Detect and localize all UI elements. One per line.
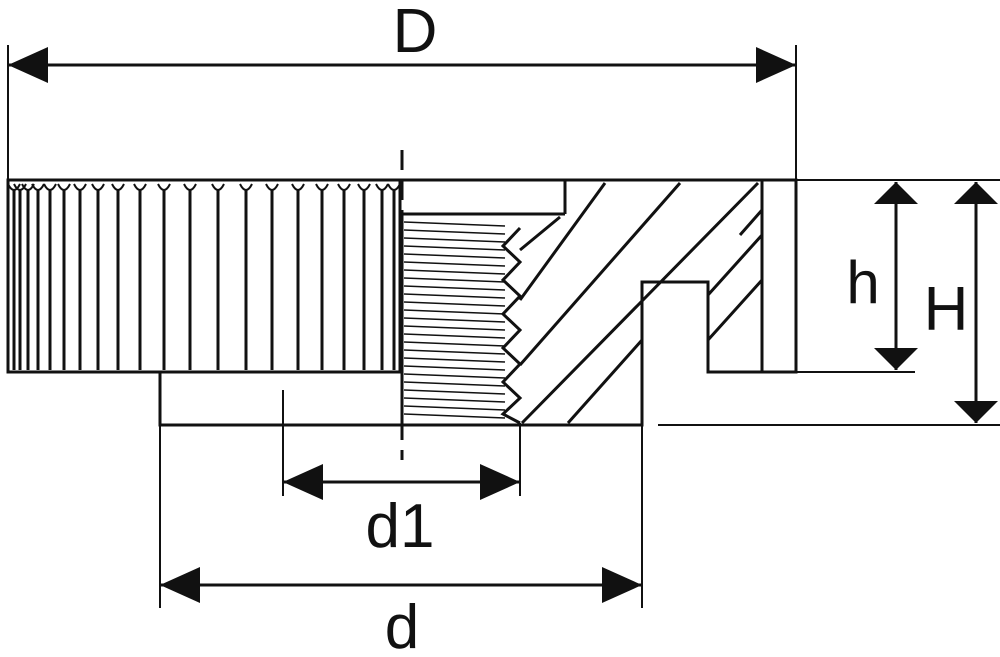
knurl-ridge-cap	[43, 183, 57, 191]
knurl-ridge-cap	[387, 183, 401, 191]
knurl-ridge-cap	[357, 183, 371, 191]
thread-line	[403, 245, 506, 251]
knurl-ridge-cap	[31, 183, 45, 191]
thread-line	[403, 413, 506, 419]
knurl-ridge-cap	[265, 183, 279, 191]
thread-line	[403, 293, 506, 299]
thread-line	[403, 229, 506, 235]
knurl-ridge-cap	[91, 183, 105, 191]
thread-line	[403, 221, 506, 227]
label-h: h	[846, 249, 879, 316]
knurl-ridges	[7, 183, 401, 370]
thread-line	[403, 237, 506, 243]
knurl-ridge-cap	[211, 183, 225, 191]
knurl-ridge-cap	[111, 183, 125, 191]
knurl-ridge-cap	[183, 183, 197, 191]
knurl-ridge-cap	[73, 183, 87, 191]
thread-line	[403, 285, 506, 291]
label-H: H	[924, 275, 969, 344]
thread-line	[403, 261, 506, 267]
knurl-ridge-cap	[375, 183, 389, 191]
section-body	[8, 178, 798, 427]
knurled-body	[6, 178, 402, 374]
thread-line	[403, 397, 506, 403]
thread-line	[403, 341, 506, 347]
thread-line	[403, 309, 506, 315]
thread-line	[403, 301, 506, 307]
knurl-ridge-cap	[7, 183, 21, 191]
internal-thread	[400, 214, 523, 425]
thread-line	[403, 277, 506, 283]
thread-line	[403, 357, 506, 363]
label-d1: d1	[366, 492, 435, 561]
knurl-ridge-cap	[239, 183, 253, 191]
thread-line	[403, 381, 506, 387]
thread-line	[403, 269, 506, 275]
extension-lines	[7, 45, 1000, 608]
knurl-ridge-cap	[337, 183, 351, 191]
knurl-ridge-cap	[133, 183, 147, 191]
knurl-ridge-cap	[291, 183, 305, 191]
label-d: d	[385, 593, 419, 657]
thread-line	[403, 317, 506, 323]
thread-line	[403, 365, 506, 371]
knurl-ridge-cap	[315, 183, 329, 191]
thread-line	[403, 405, 506, 411]
thread-line	[403, 325, 506, 331]
thread-line	[403, 333, 506, 339]
knurl-ridge-cap	[157, 183, 171, 191]
knurl-ridge-cap	[57, 183, 71, 191]
label-D: D	[393, 0, 438, 66]
thread-line	[403, 253, 506, 259]
thread-line	[403, 349, 506, 355]
knurl-ridge-cap	[13, 183, 27, 191]
section-hatching	[518, 181, 764, 425]
thread-line	[403, 389, 506, 395]
thread-line	[403, 373, 506, 379]
dimension-lines	[8, 47, 998, 603]
